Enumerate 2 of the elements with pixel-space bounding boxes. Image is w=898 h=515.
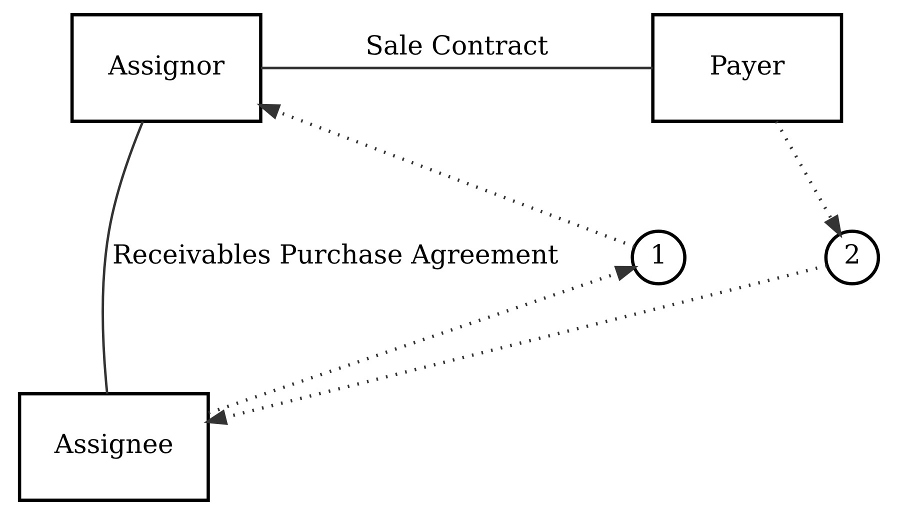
edge-label: Sale Contract: [365, 32, 548, 62]
edge-label: Receivables Purchase Agreement: [112, 240, 558, 271]
